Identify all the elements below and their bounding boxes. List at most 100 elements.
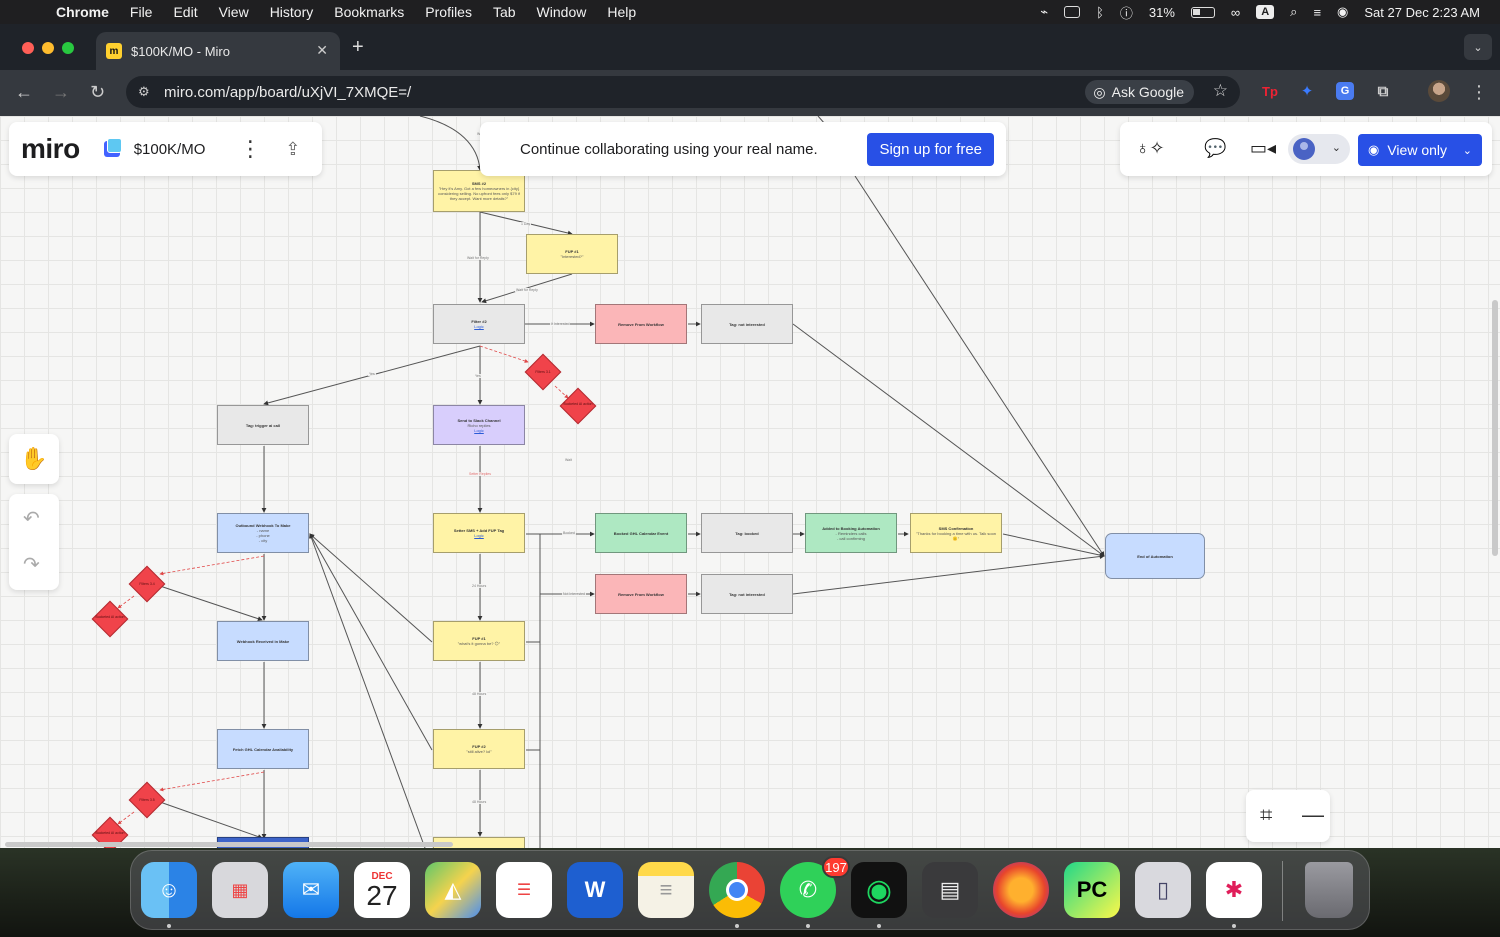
extensions-puzzle-icon[interactable]: ⧉ [1377, 82, 1389, 100]
cast-icon[interactable]: ⌁ [1040, 4, 1049, 19]
sign-up-button[interactable]: Sign up for free [867, 133, 994, 166]
launchpad-icon[interactable]: ▦ [212, 862, 268, 918]
node-remove-from-workflow-1[interactable]: Remove From Workflow [595, 304, 687, 344]
reminders-icon[interactable]: ☰ [496, 862, 552, 918]
user-menu-button[interactable]: ⌄ [1288, 134, 1350, 164]
bookmark-star-icon[interactable]: ☆ [1212, 81, 1228, 100]
node-fup-2[interactable]: FUP #2 "still alive? lol" [433, 729, 525, 769]
node-link[interactable]: Logic [474, 324, 484, 329]
node-fup-1[interactable]: FUP #1 "what's it gonna be? 😊" [433, 621, 525, 661]
export-icon[interactable]: ⇪ [285, 138, 301, 159]
node-tag-not-interested-2[interactable]: Tag: not interested [701, 574, 793, 614]
chrome-icon[interactable] [709, 862, 765, 918]
node-sms-2[interactable]: SMS #2 "Hey it's Amy. Got a few homeowne… [433, 170, 525, 212]
ask-google-button[interactable]: ◎ Ask Google [1085, 80, 1194, 104]
menu-tab[interactable]: Tab [492, 4, 516, 20]
node-outbound-webhook[interactable]: Outbound Webhook To Make - name - phone … [217, 513, 309, 553]
node-tag-not-interested-1[interactable]: Tag: not interested [701, 304, 793, 344]
miro-board-canvas[interactable]: Wait Wait for Reply Wait for Reply 1 Day… [0, 116, 1500, 848]
menu-app-name[interactable]: Chrome [56, 4, 109, 20]
browser-tab-active[interactable]: m $100K/MO - Miro ✕ [96, 32, 340, 70]
reload-button[interactable]: ↻ [90, 82, 106, 102]
battery-icon[interactable] [1190, 6, 1215, 18]
search-icon[interactable]: ⌕ [1290, 4, 1298, 19]
finder-icon[interactable]: ☺ [141, 862, 197, 918]
back-button[interactable]: ← [15, 82, 33, 102]
maps-icon[interactable]: ◭ [425, 862, 481, 918]
close-window-button[interactable] [22, 42, 34, 54]
url-text[interactable]: miro.com/app/board/uXjVI_7XMQE=/ [164, 83, 412, 101]
calculator-icon[interactable]: ▤ [922, 862, 978, 918]
input-source-icon[interactable]: A [1256, 5, 1275, 19]
frames-icon[interactable]: ⌗ [1260, 802, 1273, 827]
zoom-out-icon[interactable]: — [1302, 802, 1324, 827]
node-webhook-received[interactable]: Webhook Received in Make [217, 621, 309, 661]
miro-logo[interactable]: miro [21, 133, 80, 164]
trash-icon[interactable] [1305, 862, 1353, 918]
node-tag-trigger-ai-call[interactable]: Tag: trigger ai call [217, 405, 309, 445]
siri-icon[interactable]: ◉ [1337, 4, 1349, 19]
node-filter-2[interactable]: Filter #2 Logic [433, 304, 525, 344]
node-remove-from-workflow-2[interactable]: Remove From Workflow [595, 574, 687, 614]
node-end-of-automation[interactable]: End of Automation [1105, 533, 1205, 579]
undo-icon[interactable]: ↶ [23, 508, 40, 530]
node-send-to-slack[interactable]: Send to Slack Channel Richo replies Logi… [433, 405, 525, 445]
clock[interactable]: Sat 27 Dec 2:23 AM [1364, 4, 1480, 20]
comments-icon[interactable]: 💬 [1204, 138, 1227, 158]
link-icon[interactable]: ∞ [1230, 4, 1241, 20]
accessibility-icon[interactable]: ⓘ [1119, 5, 1133, 21]
extension-tp-icon[interactable]: Tp [1262, 83, 1278, 99]
mail-icon[interactable]: ✉ [283, 862, 339, 918]
menu-edit[interactable]: Edit [173, 4, 198, 20]
notes-icon[interactable]: ≡ [638, 862, 694, 918]
video-call-icon[interactable]: ▭◂ [1250, 138, 1277, 158]
control-center-icon[interactable]: ≡ [1313, 4, 1322, 20]
profile-avatar[interactable] [1428, 80, 1450, 102]
bluetooth-icon[interactable]: ᛒ [1096, 4, 1104, 20]
site-settings-icon[interactable]: ⚙ [138, 84, 150, 99]
menu-history[interactable]: History [269, 4, 314, 20]
menu-view[interactable]: View [218, 4, 249, 20]
menu-help[interactable]: Help [607, 4, 637, 20]
close-tab-icon[interactable]: ✕ [316, 42, 328, 58]
node-sms-confirmation[interactable]: SMS Confirmation "Thanks for booking a t… [910, 513, 1002, 553]
menu-file[interactable]: File [129, 4, 153, 20]
word-icon[interactable]: W [567, 862, 623, 918]
board-menu-icon[interactable]: ⋮ [239, 136, 262, 161]
board-name[interactable]: $100K/MO [133, 140, 206, 158]
extension-translate-icon[interactable]: G [1336, 82, 1354, 100]
display-icon[interactable] [1064, 6, 1081, 18]
address-bar[interactable]: ⚙ miro.com/app/board/uXjVI_7XMQE=/ ◎ Ask… [126, 76, 1240, 108]
forward-button[interactable]: → [52, 82, 70, 102]
minimize-window-button[interactable] [42, 42, 54, 54]
hand-tool-button[interactable]: ✋ [9, 434, 59, 484]
node-fup-1-top[interactable]: FUP #1 "Interested?" [526, 234, 618, 274]
redo-icon[interactable]: ↷ [23, 554, 40, 576]
zoom-window-button[interactable] [62, 42, 74, 54]
pycharm-icon[interactable]: PC [1064, 862, 1120, 918]
view-only-button[interactable]: ◉ View only ⌄ [1358, 134, 1482, 166]
node-booked-calendar-event[interactable]: Booked GHL Calendar Event [595, 513, 687, 553]
whatsapp-icon[interactable]: ✆ 197 [780, 856, 850, 918]
node-fetch-calendar[interactable]: Fetch GHL Calendar Availability [217, 729, 309, 769]
slack-icon[interactable]: ✱ [1206, 862, 1262, 918]
menu-window[interactable]: Window [536, 4, 587, 20]
tab-search-button[interactable]: ⌄ [1464, 34, 1492, 60]
node-link[interactable]: Logic [474, 427, 484, 433]
new-tab-button[interactable]: + [352, 36, 364, 58]
chrome-menu-icon[interactable]: ⋮ [1470, 82, 1488, 102]
node-setter-sms[interactable]: Setter SMS + Add FUP Tag Logic [433, 513, 525, 553]
reactions-icon[interactable]: ♁✧ [1136, 138, 1165, 158]
iphone-mirroring-icon[interactable]: ▯ [1135, 862, 1191, 918]
vertical-scrollbar[interactable] [1492, 300, 1498, 556]
node-added-to-booking[interactable]: Added to Booking Automation - Reminders … [805, 513, 897, 553]
horizontal-scrollbar[interactable] [5, 842, 453, 847]
extension-blue-icon[interactable]: ✦ [1300, 83, 1314, 100]
firefox-icon[interactable] [993, 862, 1049, 918]
node-link[interactable]: Logic [474, 533, 484, 538]
menu-bookmarks[interactable]: Bookmarks [334, 4, 405, 20]
spotify-icon[interactable]: ◉ [851, 862, 907, 918]
node-tag-booked[interactable]: Tag: booked [701, 513, 793, 553]
calendar-icon[interactable]: DEC 27 [354, 862, 410, 918]
menu-profiles[interactable]: Profiles [425, 4, 472, 20]
